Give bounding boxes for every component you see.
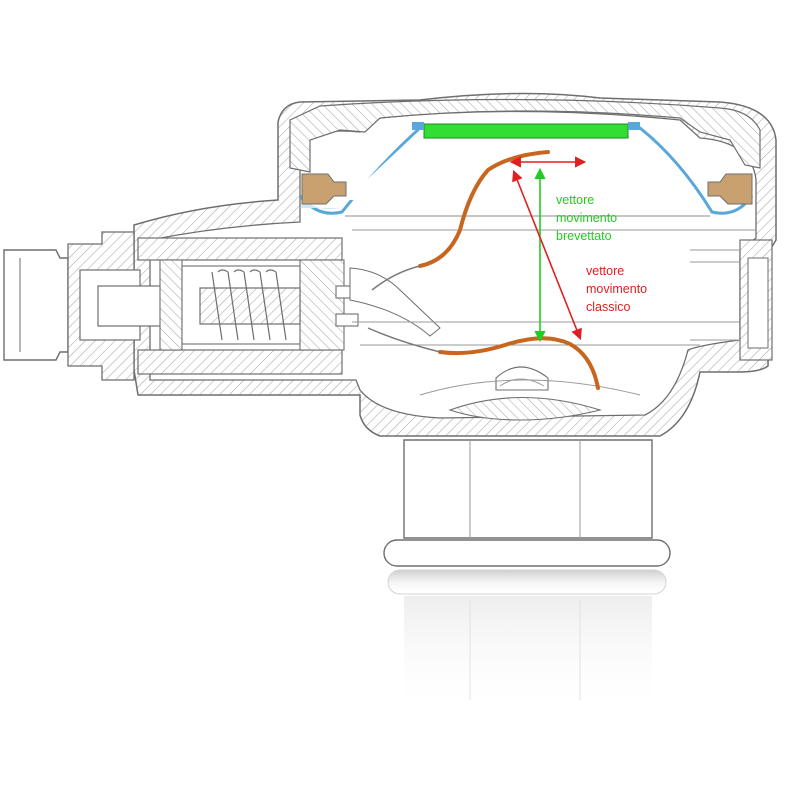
spring (199, 269, 301, 341)
patented-label-line-1: vettore (556, 193, 594, 207)
classic-label-line-1: vettore (586, 264, 624, 278)
patented-label-line-2: movimento (556, 211, 617, 225)
classic-vector-label: vettore movimento classico (586, 264, 647, 314)
inlet-fitting (3, 231, 189, 381)
mouthpiece (383, 439, 671, 716)
classic-vector-arrow (512, 169, 582, 341)
poppet-stem (335, 267, 441, 337)
classic-label-line-2: movimento (586, 282, 647, 296)
patented-vector-label: vettore movimento brevettato (556, 193, 617, 243)
seat-right (707, 173, 753, 205)
seat-left (301, 173, 347, 205)
purge-pad (423, 123, 629, 139)
classic-label-line-3: classico (586, 300, 631, 314)
right-wall (690, 239, 773, 361)
patented-label-line-3: brevettato (556, 229, 612, 243)
cover-cap (289, 98, 761, 173)
exhaust-bowl (419, 366, 641, 421)
